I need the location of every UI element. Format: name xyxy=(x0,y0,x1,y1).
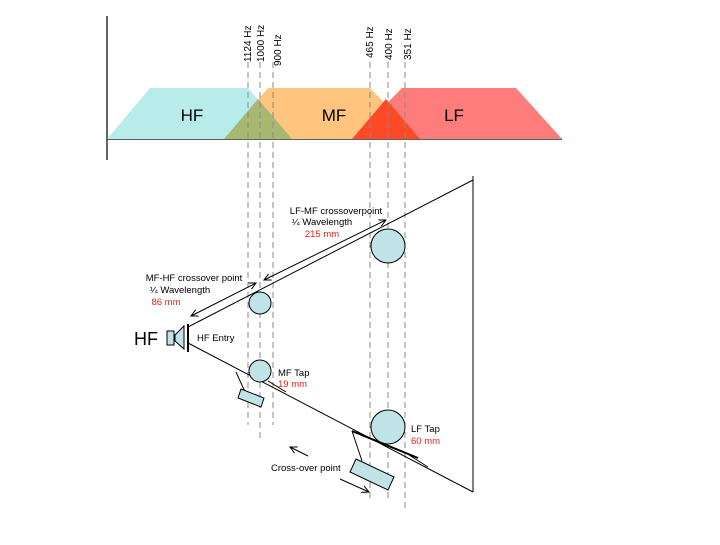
lf-tap-plate xyxy=(351,430,419,459)
hf-mf-overlap xyxy=(224,99,292,139)
hf-big-label: HF xyxy=(134,329,158,349)
lf-mf-circle xyxy=(370,228,406,264)
lf-tap-label: LF Tap xyxy=(411,424,440,435)
crossover-pointer-mf xyxy=(290,447,309,457)
mf-tap-driver-body xyxy=(237,388,265,408)
lf-mf-crossover-title: LF-MF crossoverpoint xyxy=(290,206,383,217)
horn-lower-wall xyxy=(187,342,474,493)
hf-entry-label: HF Entry xyxy=(197,333,235,344)
mf-hf-circle xyxy=(248,291,272,315)
hf-driver-body xyxy=(166,330,175,346)
freq-label-900hz: 900 Hz xyxy=(273,34,284,66)
lf-tap-driver-body xyxy=(349,458,395,491)
lf-mf-wavelength-value: 215 mm xyxy=(305,229,339,240)
mf-hf-wavelength-arrow xyxy=(191,283,256,316)
hf-band-label: HF xyxy=(181,106,204,125)
freq-label-1124hz: 1124 Hz xyxy=(243,25,254,62)
lf-tap-port-left xyxy=(351,430,363,462)
mf-hf-crossover-title: MF-HF crossover point xyxy=(146,273,243,284)
mf-tap-label: MF Tap xyxy=(278,368,310,379)
mf-lf-overlap xyxy=(352,99,420,139)
freq-label-465hz: 465 Hz xyxy=(365,26,376,58)
crossover-pointer-lf xyxy=(339,478,369,492)
crossover-point-label: Cross-over point xyxy=(271,463,341,474)
mf-tap-driver xyxy=(235,371,287,408)
lf-tap-circle xyxy=(370,409,406,445)
hf-driver-cone xyxy=(174,324,185,351)
horn-upper-wall xyxy=(187,179,474,328)
frequency-labels: 1124 Hz 1000 Hz 900 Hz 465 Hz 400 Hz 351… xyxy=(243,25,414,66)
band-chart: HF MF LF xyxy=(106,16,562,160)
hf-driver xyxy=(166,324,189,352)
lf-tap-driver xyxy=(349,430,429,491)
lf-mf-wavelength-label: ¼ Wavelength xyxy=(292,217,352,228)
lf-band-label: LF xyxy=(444,106,464,125)
mf-hf-wavelength-value: 86 mm xyxy=(151,297,180,308)
lf-tap-value: 60 mm xyxy=(411,436,440,447)
mf-tap-port-right xyxy=(267,380,287,393)
mf-band-label: MF xyxy=(322,106,347,125)
freq-label-400hz: 400 Hz xyxy=(384,28,395,60)
mf-tap-circle xyxy=(248,359,272,383)
lf-mf-wavelength-arrow xyxy=(264,220,386,280)
freq-label-351hz: 351 Hz xyxy=(403,28,414,60)
mf-tap-value: 19 mm xyxy=(278,379,307,390)
lf-tap-port-right xyxy=(408,454,429,468)
freq-label-1000hz: 1000 Hz xyxy=(256,25,267,62)
mf-hf-wavelength-label: ¼ Wavelength xyxy=(150,285,210,296)
